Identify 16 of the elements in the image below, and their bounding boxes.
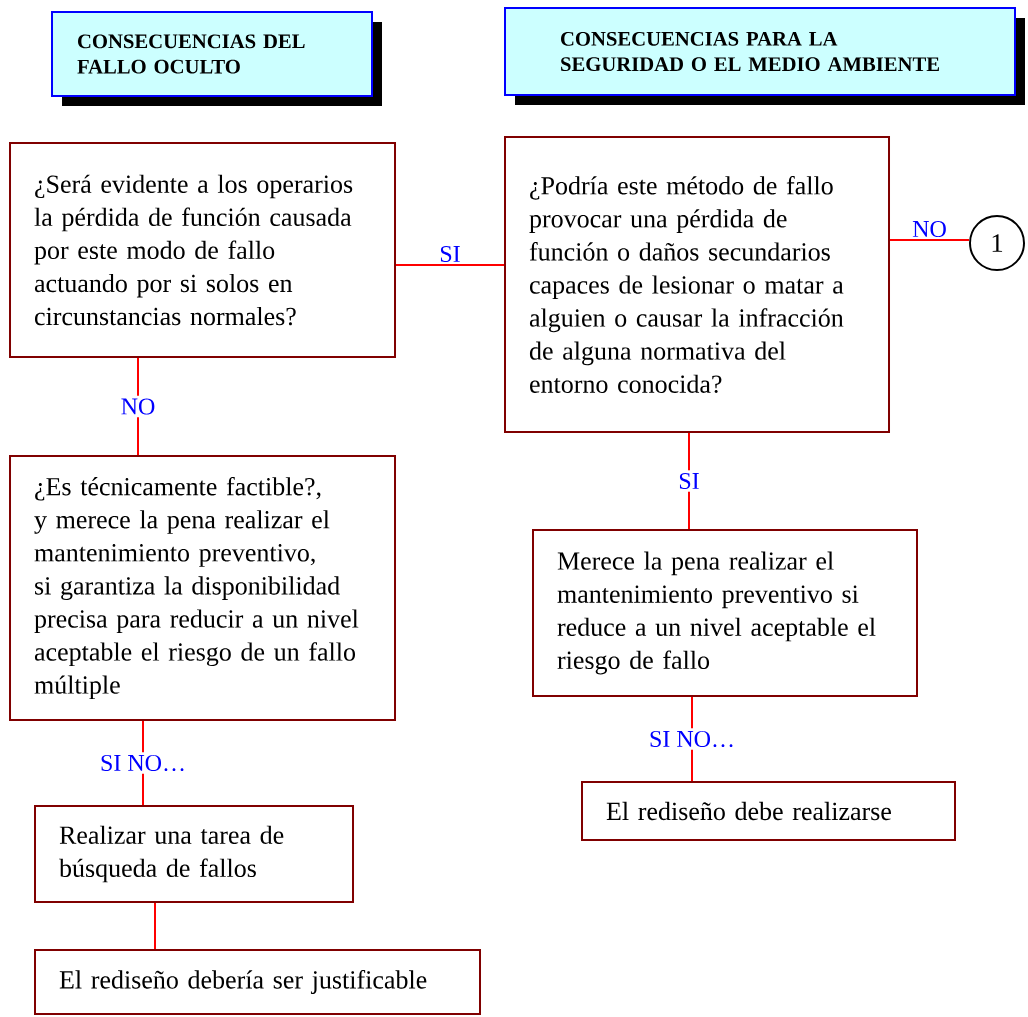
connector-line [889, 239, 970, 241]
edge-label: SI NO… [97, 752, 189, 774]
title-box: CONSECUENCIAS DEL FALLO OCULTO [51, 11, 382, 106]
title-box: CONSECUENCIAS PARA LA SEGURIDAD O EL MEDIO AMBIENTE [504, 7, 1025, 105]
process-box: ¿Podría este método de fallo provocar una pérdida de función o daños secundarios capaces de lesionar o matar a alguien o causar la infracción de alguna normativa del entorno conocida? [504, 136, 890, 433]
process-box: El rediseño debería ser justificable [34, 949, 481, 1015]
process-box: Merece la pena realizar el mantenimiento preventivo si reduce a un nivel aceptable el riesgo de fallo [532, 529, 918, 697]
process-box: ¿Será evidente a los operarios la pérdida de función causada por este modo de fallo actuando por si solos en circunstancias normales? [9, 142, 396, 358]
connector-line [154, 902, 156, 950]
edge-label: NO [118, 395, 158, 418]
process-box: ¿Es técnicamente factible?, y merece la pena realizar el mantenimiento preventivo, si garantiza la disponibilidad precisa para reducir a un nivel aceptable el riesgo de un fallo múltiple [9, 455, 396, 721]
connector-line [395, 264, 505, 266]
edge-label: SI NO… [646, 728, 738, 750]
process-box: El rediseño debe realizarse [581, 781, 956, 841]
edge-label: SI [675, 470, 703, 492]
process-box: Realizar una tarea de búsqueda de fallos [34, 805, 354, 903]
